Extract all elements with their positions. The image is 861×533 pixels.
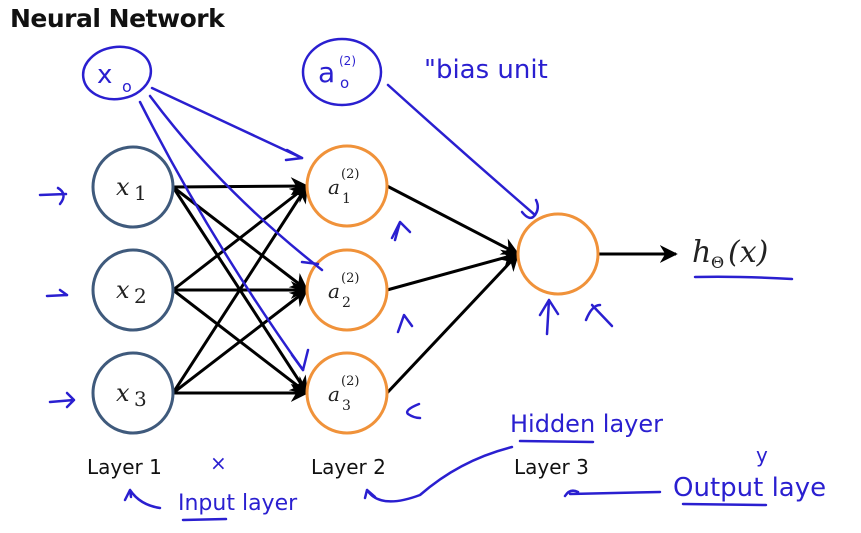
edge-x1-a1 [172,177,309,196]
edge-x2-a1 [172,184,309,292]
node-sub: 3 [342,398,351,414]
hypothesis-var: h [692,235,711,270]
edges-hidden-output [385,184,520,395]
bias-edge-to-a1 [150,86,304,160]
input-arrow-2 [45,288,69,298]
input-arrow-3 [48,391,76,409]
input-layer-note: Input layer [178,491,298,516]
input-layer-arrow [123,488,162,510]
layer-3-label: Layer 3 [514,455,589,479]
input-node-3: x 3 [91,351,175,435]
bias-arrowhead-a3 [290,348,310,372]
output-up-arrow-1 [538,298,560,336]
page-title: Neural Network [10,4,225,33]
layer-2-label: Layer 2 [311,455,386,479]
node-var: a [328,382,340,406]
edge-a2-output [386,249,520,292]
output-underline [681,502,768,507]
handwritten-annotations [38,37,794,522]
node-var: x [116,276,130,304]
node-var: a [328,279,340,303]
hypothesis-sub: Θ [711,253,724,272]
bias-arrowhead-output [520,198,539,220]
edges-input-hidden [171,177,309,402]
node-var: a [328,175,340,199]
bias-arrowhead-a2 [300,260,320,266]
hidden-node-1: a (2) 1 [305,144,389,228]
output-up-arrow-2 [584,303,614,328]
hidden-node-2: a (2) 2 [305,248,389,332]
input-node-2: x 2 [91,248,175,332]
bias-arrowhead-a1 [284,148,304,162]
node-var: x [116,379,130,407]
layer-1-label: Layer 1 [87,455,162,479]
input-arrow-1 [38,186,68,206]
hypothesis-label: h Θ (x) [692,235,768,272]
hidden-up-arrow-2 [396,313,414,334]
y-mark: y [756,443,768,467]
edge-a1-output [386,184,520,256]
bias-unit-note: "bias unit [424,55,548,85]
bias-input-circle [81,45,153,101]
node-sup: (2) [341,374,359,389]
output-node [516,212,600,296]
node-sup: (2) [341,271,359,286]
x-mark: × [210,451,227,475]
input-underline [181,517,228,522]
bias-input-sub: o [122,77,132,96]
bias-hidden-sup: (2) [339,54,356,68]
node-sub: 2 [342,295,351,311]
node-sub: 1 [342,191,351,207]
bias-hidden-var: a [318,56,335,89]
node-sub: 2 [134,284,147,308]
edge-a3-output [385,252,520,395]
node-var: x [116,173,130,201]
bias-hidden-circle [301,37,383,107]
bias-edge-to-a2 [148,94,324,272]
hidden-up-arrow-3 [405,402,422,420]
bias-edge-to-output [386,83,537,217]
bias-edge-to-a3 [138,100,305,372]
node-sub: 3 [134,387,147,411]
hidden-layer-note: Hidden layer [510,410,663,438]
bias-hidden-sub: o [340,74,349,92]
hidden-layer-arrow [363,445,514,503]
hidden-underline [518,439,595,444]
hidden-node-3: a (2) 3 [305,351,389,435]
bias-input-var: x [97,60,112,90]
output-layer-note: Output laye [673,473,826,503]
output-layer-arrow [563,489,662,498]
input-node-1: x 1 [91,145,175,229]
node-sub: 1 [134,181,147,205]
edge-x3-a1 [171,184,309,394]
hidden-up-arrow-1 [390,220,412,242]
hypothesis-underline [693,275,794,281]
hypothesis-arg: (x) [728,235,768,270]
node-sup: (2) [341,167,359,182]
edge-x3-a2 [172,288,309,395]
